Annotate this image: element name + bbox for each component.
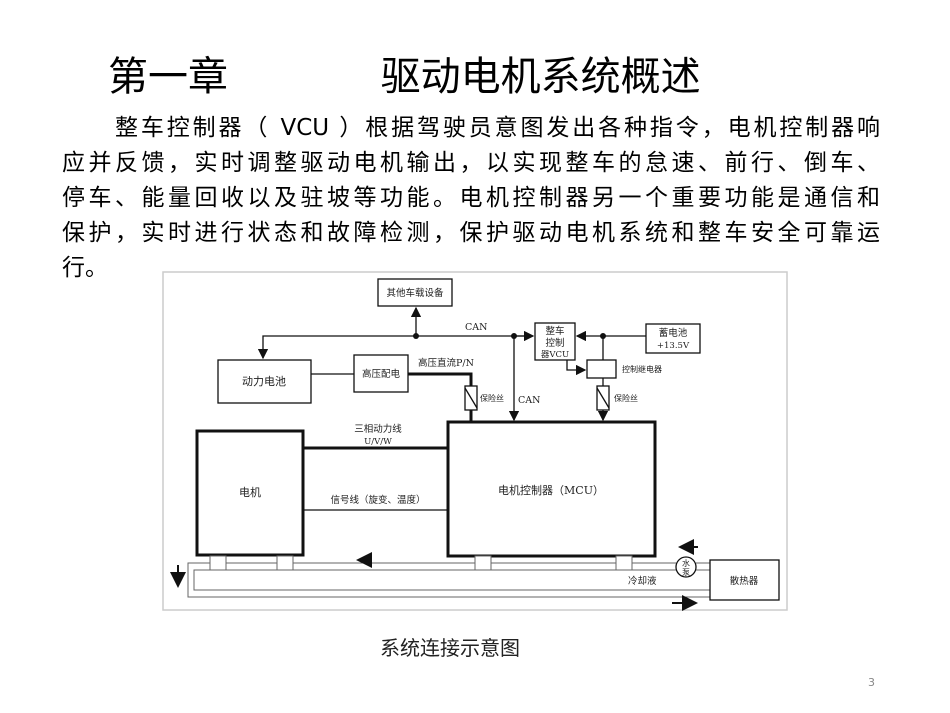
paragraph-line: 停车、能量回收以及驻坡等功能。电机控制器另一个重要功能是通信和 — [62, 185, 880, 211]
signal-line-label: 信号线（旋变、温度） — [330, 494, 425, 506]
hv-distribution-label: 高压配电 — [362, 368, 401, 380]
motor-label: 电机 — [239, 485, 261, 499]
motor-box — [195, 429, 305, 557]
mcu-label: 电机控制器（MCU） — [498, 483, 604, 497]
fuse-label: 保险丝 — [614, 393, 638, 403]
pump-label: 泵 — [682, 568, 690, 577]
relay-box — [586, 359, 617, 379]
aux-battery-voltage: +13.5V — [657, 341, 690, 351]
paragraph-line: 保护，实时进行状态和故障检测，保护驱动电机系统和整车安全可靠运 — [62, 220, 880, 246]
aux-battery-label: 蓄电池 — [659, 327, 688, 339]
vcu-box — [534, 322, 576, 361]
can-label: CAN — [518, 395, 540, 406]
slide-title: 第一章 驱动电机系统概述 — [108, 54, 701, 100]
other-devices-label: 其他车载设备 — [386, 287, 444, 299]
pump-label: 水 — [682, 558, 690, 568]
diagram-frame — [162, 271, 788, 611]
vcu-label: 整车 — [545, 325, 564, 337]
paragraph-line: 整车控制器（ VCU ）根据驾驶员意图发出各种指令，电机控制器响 — [115, 115, 880, 141]
mcu-box — [446, 420, 657, 558]
radiator-box — [709, 559, 780, 601]
hv-dc-label: 高压直流P/N — [418, 357, 474, 369]
diagram-caption: 系统连接示意图 — [380, 636, 520, 660]
vcu-label: 器VCU — [541, 350, 569, 360]
paragraph-line: 应并反馈，实时调整驱动电机输出，以实现整车的怠速、前行、倒车、 — [62, 150, 880, 176]
radiator-label: 散热器 — [730, 575, 759, 587]
other-devices-box — [377, 278, 453, 307]
three-phase-label: 三相动力线 — [354, 423, 402, 435]
power-battery-box — [217, 359, 312, 404]
vcu-label: 控制 — [545, 337, 564, 349]
paragraph-line: 行。 — [62, 255, 108, 281]
page-number: 3 — [868, 676, 875, 689]
coolant-label: 冷却液 — [628, 575, 657, 587]
uvw-label: U/V/W — [364, 437, 392, 447]
power-battery-label: 动力电池 — [242, 375, 286, 388]
can-label: CAN — [465, 322, 487, 333]
water-pump-icon — [675, 556, 697, 578]
fuse-label: 保险丝 — [480, 393, 504, 403]
aux-battery-box — [645, 323, 701, 354]
relay-label: 控制继电器 — [622, 364, 662, 374]
